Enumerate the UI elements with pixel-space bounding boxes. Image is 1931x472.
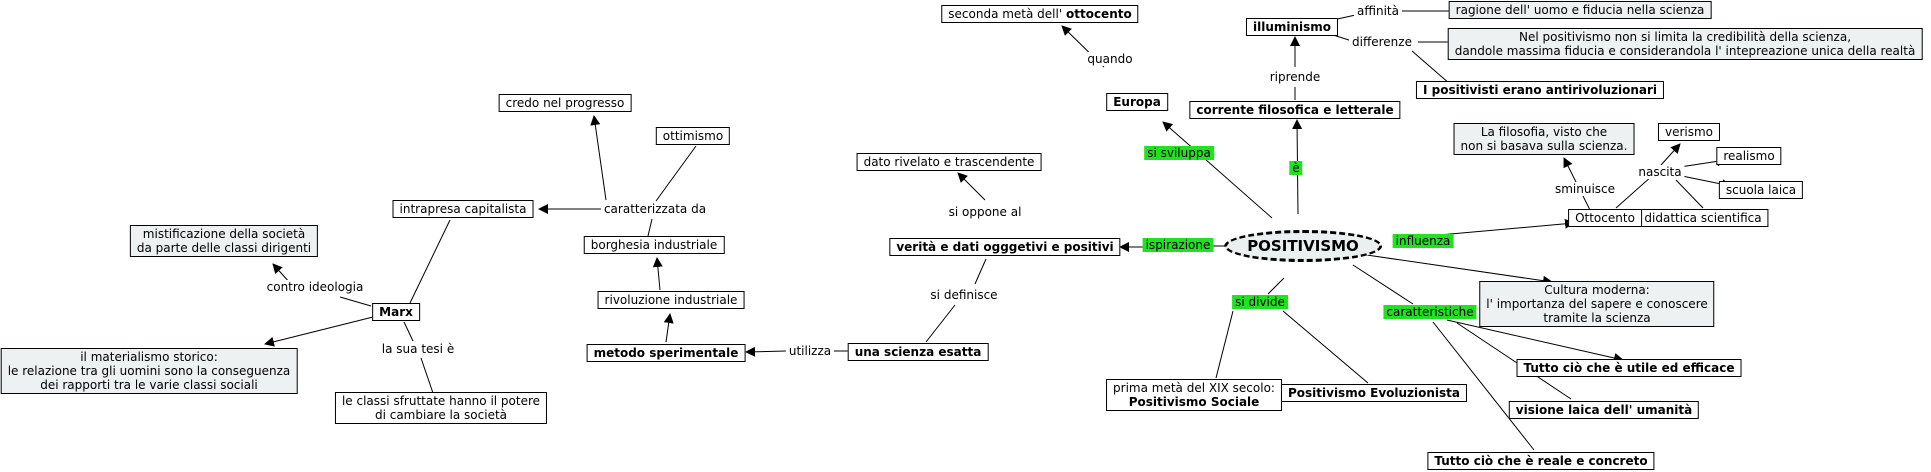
cultura-line-2: l' importanza del sapere e conoscere [1486, 297, 1708, 311]
connector-line [264, 316, 374, 347]
seconda-meta-node[interactable]: seconda metà dell' ottocento [941, 5, 1139, 23]
ottocento-text: ottocento [1065, 7, 1132, 21]
verita-node[interactable]: verità e dati ogggetivi e positivi [889, 238, 1121, 256]
label-influenza: influenza [1392, 234, 1454, 248]
connector-line [1352, 264, 1414, 305]
mistificazione-line-1: mistificazione della società [142, 227, 306, 241]
nel-positivismo-line-1: Nel positivismo non si limita la credibi… [1518, 30, 1852, 44]
label-ispirazione: ispirazione [1142, 238, 1214, 252]
nel-positivismo-line-2: dandole massima fiducia e considerandola… [1454, 44, 1916, 58]
connector-line [420, 357, 435, 397]
materialismo-node[interactable]: il materialismo storico: le relazione tr… [0, 348, 298, 394]
filosofia-line-2: non si basava sulla scienza. [1460, 139, 1628, 153]
label-differenze: differenze [1349, 35, 1415, 49]
cultura-line-3: tramite la scienza [1543, 311, 1651, 325]
label-riprende: riprende [1266, 70, 1324, 84]
seconda-text: seconda metà dell' [948, 7, 1066, 21]
scuola-laica-node[interactable]: scuola laica [1718, 181, 1804, 199]
borghesia-node[interactable]: borghesia industriale [583, 236, 725, 254]
materialismo-line-2: le relazione tra gli uomini sono la cons… [7, 364, 291, 378]
filosofia-line-1: La filosofia, visto che [1480, 125, 1608, 139]
cultura-moderna-node[interactable]: Cultura moderna: l' importanza del saper… [1479, 281, 1715, 327]
connector-line [1660, 143, 1681, 166]
connector-line [745, 346, 787, 357]
mistificazione-node[interactable]: mistificazione della società da parte de… [129, 225, 319, 257]
metodo-node[interactable]: metodo sperimentale [586, 344, 746, 362]
connector-line [663, 313, 674, 343]
connector-line [1282, 310, 1369, 384]
label-caratteristiche: caratteristiche [1383, 305, 1477, 319]
connector-line [1456, 322, 1572, 400]
verismo-node[interactable]: verismo [1657, 123, 1721, 141]
ragione-node[interactable]: ragione dell' uomo e fiducia nella scien… [1448, 1, 1712, 19]
connector-line [652, 257, 663, 291]
dato-rivelato-node[interactable]: dato rivelato e trascendente [856, 153, 1042, 171]
connector-line [1215, 310, 1234, 379]
prima-meta-node[interactable]: prima metà del XIX secolo: Positivismo S… [1106, 379, 1282, 411]
intrapresa-node[interactable]: intrapresa capitalista [392, 200, 534, 218]
utile-efficace-node[interactable]: Tutto ciò che è utile ed efficace [1516, 359, 1742, 377]
label-nascita: nascita [1635, 165, 1685, 179]
cultura-line-1: Cultura moderna: [1544, 283, 1650, 297]
realismo-node[interactable]: realismo [1716, 147, 1782, 165]
evoluzionista-node[interactable]: Positivismo Evoluzionista [1280, 384, 1468, 402]
label-si-definisce: si definisce [927, 288, 1001, 302]
classi-line-1: le classi sfruttate hanno il potere [341, 394, 541, 408]
label-si-sviluppa: si sviluppa [1144, 146, 1214, 160]
prima-meta-line-1: prima metà del XIX secolo: [1113, 381, 1275, 395]
label-caratterizzata: caratterizzata da [600, 202, 710, 216]
nel-positivismo-node[interactable]: Nel positivismo non si limita la credibi… [1447, 28, 1923, 60]
ottocento-node[interactable]: Ottocento [1568, 209, 1642, 227]
connector-line [1352, 252, 1553, 286]
connector-line [925, 304, 956, 343]
reale-concreto-node[interactable]: Tutto ciò che è reale e concreto [1427, 452, 1655, 470]
label-utilizza: utilizza [785, 344, 835, 358]
scienza-esatta-node[interactable]: una scienza esatta [847, 343, 989, 361]
rivoluzione-node[interactable]: rivoluzione industriale [597, 291, 745, 309]
label-quando: quando [1084, 52, 1136, 66]
mistificazione-line-2: da parte delle classi dirigenti [136, 241, 312, 255]
ottimismo-node[interactable]: ottimismo [655, 127, 731, 145]
label-sminuisce: sminuisce [1551, 182, 1619, 196]
connector-line [1411, 50, 1451, 85]
credo-progresso-node[interactable]: credo nel progresso [498, 94, 632, 112]
connector-line [1675, 179, 1704, 209]
label-affinita: affinità [1354, 4, 1402, 18]
connector-line [403, 321, 414, 342]
europa-node[interactable]: Europa [1106, 93, 1168, 111]
connector-line [339, 296, 372, 307]
label-contro-ideologia: contro ideologia [263, 280, 367, 294]
prima-meta-line-2: Positivismo Sociale [1128, 395, 1260, 409]
label-la-sua-tesi: la sua tesi è [378, 342, 458, 356]
classi-line-2: di cambiare la società [374, 408, 508, 422]
filosofia-node[interactable]: La filosofia, visto che non si basava su… [1453, 123, 1635, 155]
visione-laica-node[interactable]: visione laica dell' umanità [1508, 401, 1700, 419]
marx-node[interactable]: Marx [372, 303, 420, 321]
connector-line [1267, 277, 1285, 295]
positivismo-node[interactable]: POSITIVISMO [1224, 230, 1382, 262]
connector-line [647, 218, 653, 237]
connector-line [590, 115, 607, 201]
materialismo-line-3: dei rapporti tra le varie classi sociali [40, 378, 258, 392]
connector-line [1162, 121, 1273, 219]
didattica-node[interactable]: didattica scientifica [1637, 209, 1769, 227]
corrente-node[interactable]: corrente filosofica e letterale [1189, 101, 1401, 119]
connector-line [1446, 319, 1624, 363]
connector-line [957, 172, 986, 201]
antirivoluzionari-node[interactable]: I positivisti erano antirivoluzionari [1415, 81, 1665, 99]
illuminismo-node[interactable]: illuminismo [1245, 18, 1339, 36]
connector-line [1432, 321, 1535, 451]
connector-line [974, 258, 987, 285]
connector-line [409, 219, 451, 304]
connector-line [1615, 175, 1653, 209]
classi-sfruttate-node[interactable]: le classi sfruttate hanno il potere di c… [334, 392, 548, 424]
materialismo-line-1: il materialismo storico: [80, 350, 218, 364]
connector-line [272, 263, 291, 284]
label-e: è [1289, 161, 1303, 175]
label-si-divide: si divide [1232, 295, 1288, 309]
label-si-oppone: si oppone al [945, 205, 1025, 219]
connector-line [655, 145, 697, 202]
